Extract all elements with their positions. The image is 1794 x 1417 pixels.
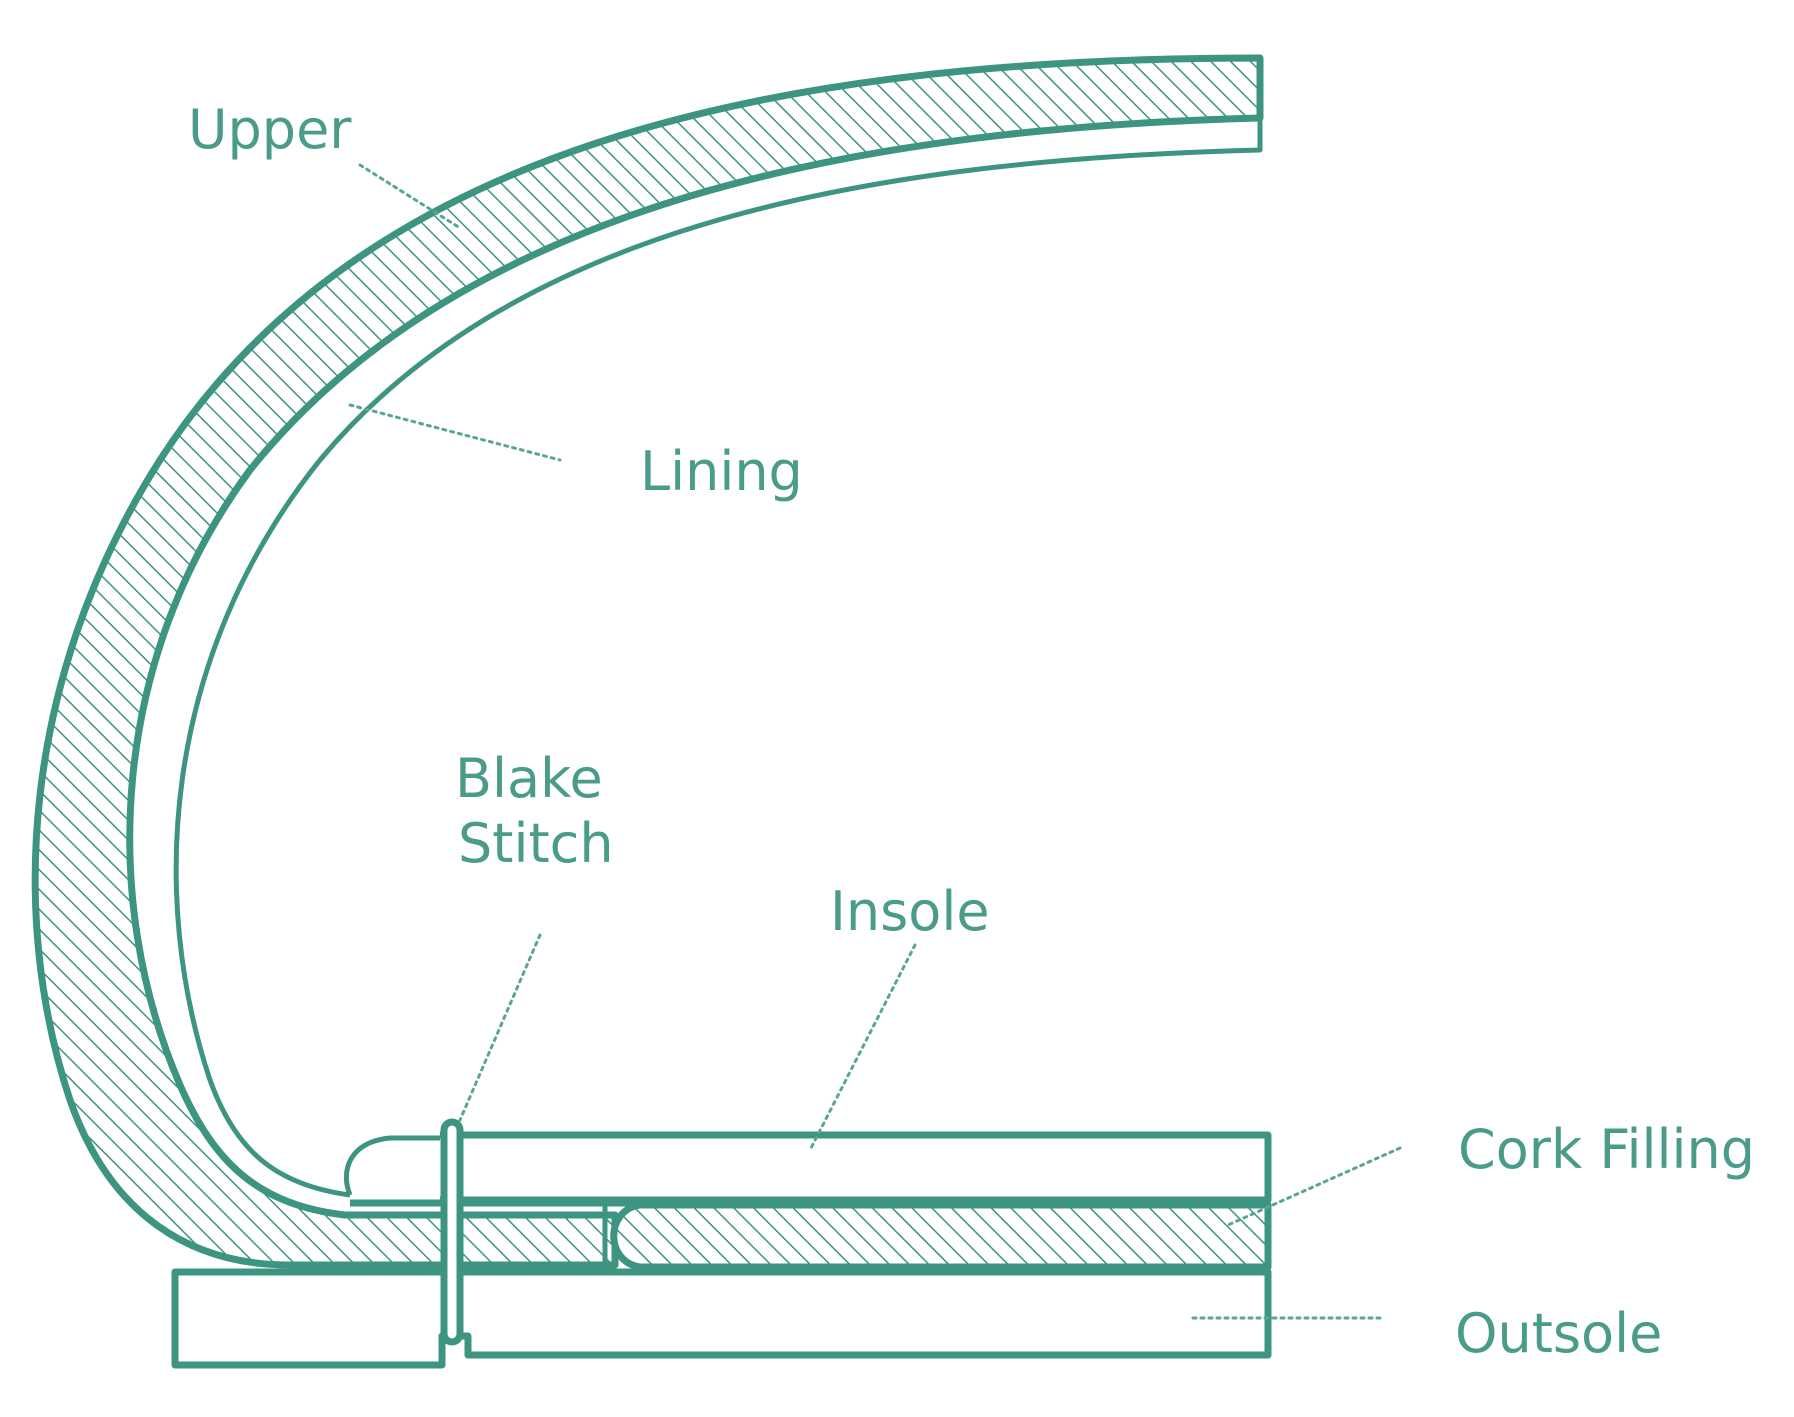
label-blake-line2: Stitch [458,812,614,875]
upper-leader [358,163,462,230]
cork-filling-shape [610,1201,1272,1271]
label-cork-filling: Cork Filling [1458,1118,1755,1181]
upper-shape [31,54,1264,1269]
label-insole: Insole [830,880,990,943]
outsole-shape [171,1268,1272,1369]
lining-shape [173,118,1263,1198]
label-lining: Lining [640,440,803,503]
insole-leader [808,943,917,1152]
label-blake-line1: Blake [455,747,603,810]
label-outsole: Outsole [1455,1302,1662,1365]
blake-stitch-leader [458,933,542,1122]
insole-shape [440,1131,1272,1204]
cork-filling-leader [1226,1146,1402,1227]
lining-leader [348,403,562,462]
blake-stitch-thread [440,1118,464,1346]
label-upper: Upper [188,98,352,161]
lining-fold [343,1135,440,1196]
